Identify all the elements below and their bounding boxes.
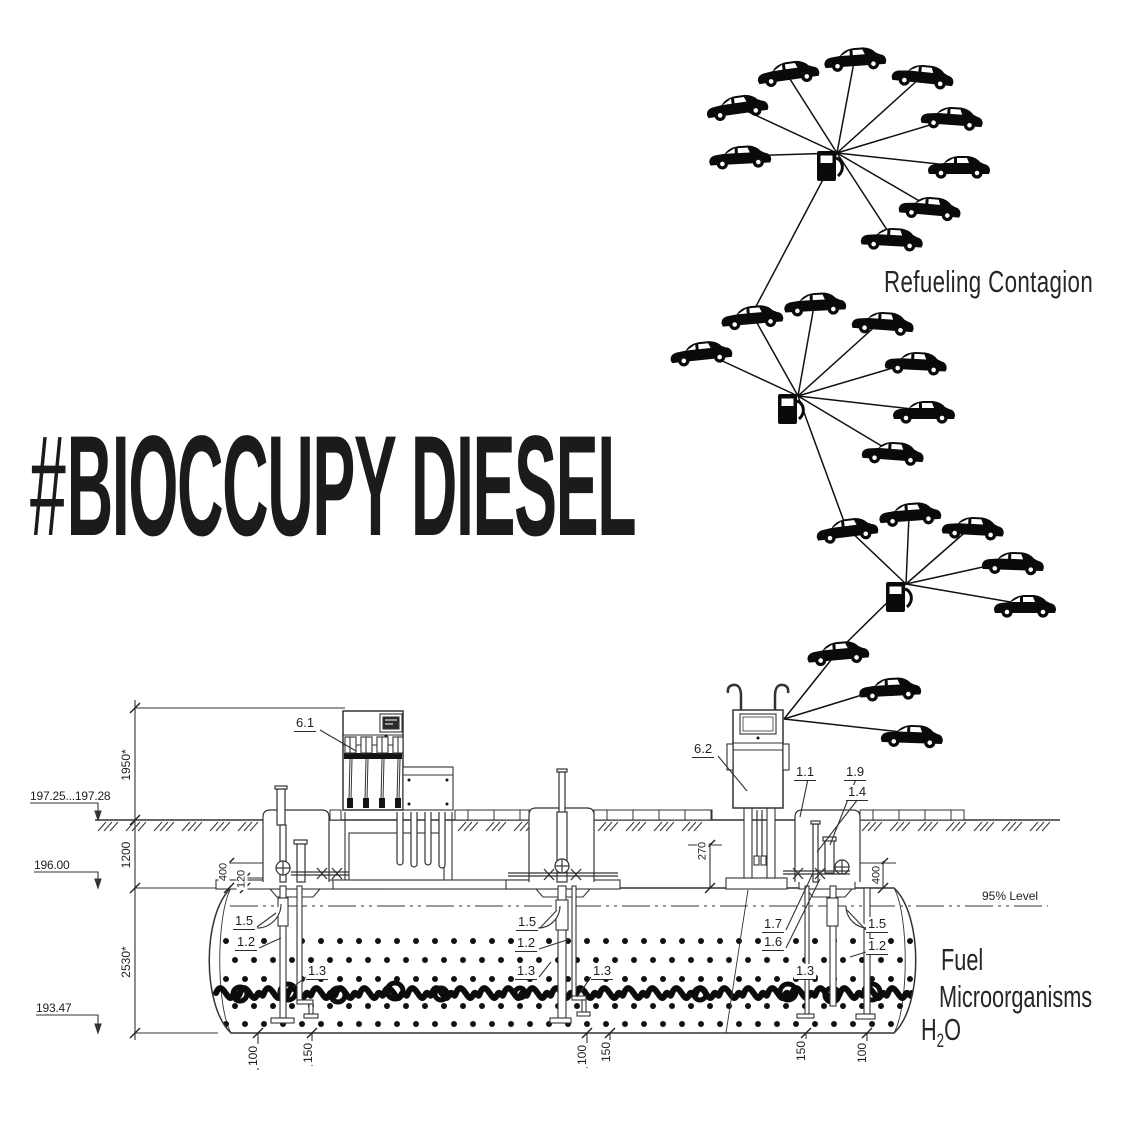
- car-icon: [941, 515, 1005, 542]
- callout-1-9: 1.9: [844, 764, 867, 781]
- car-icon: [669, 338, 734, 368]
- network-cars: [669, 45, 1056, 749]
- callout-1-4: 1.4: [846, 784, 869, 801]
- callout-6-2: 6.2: [692, 741, 715, 758]
- callout-1-2-mid: 1.2: [515, 935, 538, 952]
- manhole-chambers: [262, 768, 861, 883]
- car-icon: [708, 144, 772, 171]
- callout-1-1: 1.1: [794, 764, 817, 781]
- callout-1-2-right: 1.2: [866, 938, 889, 955]
- car-icon: [704, 91, 770, 123]
- callout-1-6: 1.6: [762, 934, 785, 951]
- technical-drawing: [30, 683, 1060, 1070]
- car-icon: [861, 439, 925, 467]
- hashtag-symbol: #: [30, 407, 66, 566]
- ground-hatching: [97, 821, 1051, 832]
- leader-lines: [256, 729, 867, 998]
- dim-150-left: 150: [301, 1040, 315, 1066]
- dim-400-right: 400: [870, 863, 883, 887]
- headline: #BIOCCUPY DIESEL: [30, 415, 637, 558]
- car-icon: [878, 500, 942, 528]
- callout-1-5-right: 1.5: [866, 916, 889, 933]
- annotation-h2o: H2O: [921, 1012, 961, 1053]
- car-icon: [890, 61, 955, 91]
- fuel-pump-icon: [884, 580, 913, 614]
- elevation-tank-bottom: 193.47: [36, 1001, 72, 1015]
- car-icon: [755, 57, 821, 89]
- headline-text: BIOCCUPY DIESEL: [66, 407, 637, 566]
- h2o-sub: 2: [936, 1031, 945, 1052]
- callout-1-5-mid: 1.5: [516, 914, 539, 931]
- callout-1-7: 1.7: [762, 916, 785, 933]
- car-icon: [898, 194, 962, 223]
- dim-1950: 1950*: [119, 747, 133, 783]
- level-95-label: 95% Level: [979, 890, 1042, 902]
- dimension-ticks: [129, 702, 889, 1039]
- dim-100-right: 100: [855, 1040, 869, 1066]
- callout-1-3-mid-right: 1.3: [591, 963, 614, 980]
- dim-2530: 2530*: [119, 944, 133, 980]
- callout-6-1: 6.1: [294, 715, 317, 732]
- car-icon: [893, 401, 955, 424]
- car-icon: [981, 550, 1045, 576]
- annotation-fuel: Fuel: [941, 942, 984, 977]
- car-icon: [720, 303, 784, 332]
- callout-1-3-right: 1.3: [794, 963, 817, 980]
- callout-1-3-mid-left: 1.3: [515, 963, 538, 980]
- dim-100-mid: 100: [575, 1042, 589, 1068]
- dim-1200: 1200: [119, 839, 133, 871]
- car-icon: [806, 639, 870, 668]
- car-icon: [815, 515, 880, 546]
- elevation-surface: 197.25...197.28: [30, 789, 111, 803]
- dim-270: 270: [696, 839, 709, 863]
- car-icon: [860, 226, 924, 253]
- car-icon: [783, 291, 847, 318]
- car-icon: [858, 676, 922, 703]
- annotation-microorganisms: Microorganisms: [939, 979, 1093, 1014]
- fuel-dispenser-6-1: [342, 710, 454, 881]
- car-icon: [851, 309, 915, 337]
- elevation-tank-top: 196.00: [34, 858, 70, 872]
- callout-1-5-left: 1.5: [233, 913, 256, 930]
- car-icon: [920, 104, 984, 132]
- car-icon: [823, 45, 887, 73]
- dim-150-right: 150: [794, 1038, 808, 1064]
- h2o-h: H: [921, 1012, 937, 1047]
- fuel-dispenser-6-2: [726, 683, 790, 879]
- dim-400-left: 400: [217, 860, 230, 884]
- dim-150-mid: 150: [599, 1039, 613, 1065]
- car-icon: [994, 595, 1056, 618]
- callout-1-2-left: 1.2: [235, 934, 258, 951]
- car-icon: [884, 350, 948, 377]
- car-icon: [880, 723, 944, 749]
- dim-120: 120: [235, 867, 248, 891]
- callout-1-3-left: 1.3: [306, 963, 329, 980]
- car-icon: [928, 156, 990, 179]
- network-caption: Refueling Contagion: [884, 264, 1094, 299]
- dim-100-left: 100: [246, 1043, 260, 1069]
- h2o-o: O: [944, 1012, 961, 1047]
